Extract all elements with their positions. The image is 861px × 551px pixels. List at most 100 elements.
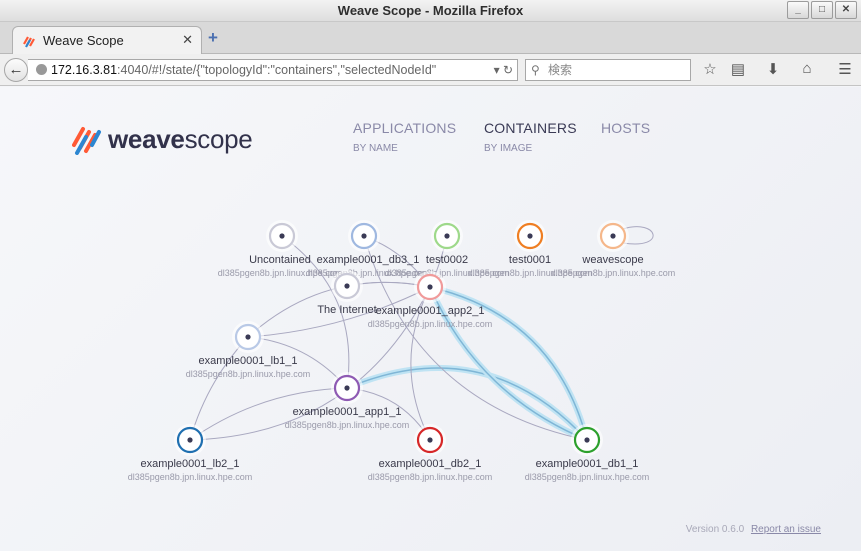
graph-edge [410, 286, 431, 441]
node-app2[interactable]: example0001_app2_1 dl385pgen8b.jpn.linux.… [368, 271, 493, 329]
node-host-label: dl385pgen8b.jpn.linux.hpe.com [551, 268, 676, 278]
topology-sub-by-name[interactable]: BY NAME [353, 143, 398, 154]
node-center-dot [187, 437, 193, 443]
download-icon[interactable]: ⬇ [766, 61, 780, 78]
site-identity-icon[interactable] [36, 64, 47, 75]
node-host-label: dl385pgen8b.jpn.linux.hpe.com [186, 369, 311, 379]
topology-sub-by-image[interactable]: BY IMAGE [484, 143, 533, 154]
node-label[interactable]: Uncontained [249, 254, 311, 266]
new-tab-button[interactable]: + [208, 28, 218, 47]
logo-weave: weave [108, 123, 185, 154]
graph-edge [189, 286, 431, 441]
node-internet[interactable]: The Internet [317, 270, 377, 316]
topology-containers[interactable]: CONTAINERS BY IMAGE [484, 120, 577, 154]
url-bar[interactable]: 172.16.3.81:4040/#!/state/{"topologyId":… [28, 59, 518, 81]
node-center-dot [427, 437, 433, 443]
logo-scope: scope [184, 123, 253, 154]
tab-weave-scope[interactable]: Weave Scope ✕ [12, 26, 202, 54]
url-actions: ▾ ↻ [490, 60, 513, 80]
scope-page: Uncontained dl385pgen8b.jpn.linux.hpe.com… [0, 87, 861, 551]
footer: Version 0.6.0 Report an issue [686, 524, 821, 535]
node-label[interactable]: weavescope [581, 254, 643, 266]
reload-icon[interactable]: ↻ [502, 63, 513, 77]
node-center-dot [527, 233, 533, 239]
graph-edge [189, 336, 249, 441]
node-label[interactable]: example0001_app2_1 [376, 305, 485, 317]
search-input[interactable]: ⚲ 検索 [525, 59, 691, 81]
menu-icon[interactable]: ☰ [838, 61, 852, 78]
node-lb2[interactable]: example0001_lb2_1dl385pgen8b.jpn.linux.h… [128, 424, 253, 482]
topology-applications[interactable]: APPLICATIONS BY NAME [353, 120, 456, 154]
graph-edge [189, 387, 348, 441]
node-db1[interactable]: example0001_db1_1 dl385pgen8b.jpn.linux.h… [525, 424, 650, 482]
graph-edge [429, 286, 588, 441]
node-label[interactable]: test0002 [426, 254, 468, 266]
weave-logo-icon [72, 127, 101, 155]
node-center-dot [427, 284, 433, 290]
node-center-dot [344, 385, 350, 391]
node-test0002[interactable]: test0002 dl385pgen8b.jpn.linux.hpe.com [385, 220, 510, 278]
tab-close-icon[interactable]: ✕ [182, 32, 193, 47]
node-label[interactable]: example0001_lb1_1 [198, 355, 297, 367]
version-text: Version 0.6.0 [685, 524, 745, 535]
report-issue-link[interactable]: Report an issue [750, 524, 821, 535]
node-host-label: dl385pgen8b.jpn.linux.hpe.com [218, 268, 343, 278]
close-window-button[interactable]: ✕ [835, 1, 857, 19]
node-host-label: dl385pgen8b.jpn.linux.hpe.com [468, 268, 593, 278]
graph-edge [247, 286, 431, 338]
node-label[interactable]: example0001_db1_1 [536, 458, 639, 470]
search-icon: ⚲ [531, 63, 540, 77]
maximize-button[interactable]: □ [811, 1, 833, 19]
node-label[interactable]: test0001 [509, 254, 551, 266]
node-label[interactable]: The Internet [317, 304, 376, 316]
node-label[interactable]: example0001_app1_1 [293, 406, 402, 418]
node-test0001[interactable]: test0001 dl385pgen8b.jpn.linux.hpe.com [468, 220, 593, 278]
navigation-toolbar: ← 172.16.3.81:4040/#!/state/{"topologyId… [0, 54, 861, 86]
node-db3[interactable]: example0001_db3_1 dl385pgen8b.jpn.linux.h… [306, 220, 431, 278]
window-title: Weave Scope - Mozilla Firefox [337, 3, 524, 18]
node-host-label: dl385pgen8b.jpn.linux.hpe.com [368, 472, 493, 482]
url-path: :4040/#!/state/{"topologyId":"containers… [117, 63, 437, 77]
node-center-dot [584, 437, 590, 443]
node-host-label: dl385pgen8b.jpn.linux.hpe.com [368, 319, 493, 329]
graph-nodes: Uncontained dl385pgen8b.jpn.linux.hpe.com… [128, 220, 676, 482]
node-center-dot [344, 283, 350, 289]
node-center-dot [279, 233, 285, 239]
node-label[interactable]: example0001_lb2_1 [140, 458, 239, 470]
topology-graph: Uncontained dl385pgen8b.jpn.linux.hpe.com… [128, 220, 676, 482]
reading-list-icon[interactable]: ▤ [730, 61, 746, 78]
node-center-dot [361, 233, 367, 239]
home-icon[interactable]: ⌂ [802, 60, 812, 77]
node-label[interactable]: example0001_db3_1 [317, 254, 420, 266]
node-host-label: dl385pgen8b.jpn.linux.hpe.com [306, 268, 431, 278]
graph-edge [363, 235, 588, 441]
graph-edge [281, 235, 350, 389]
node-host-label: dl385pgen8b.jpn.linux.hpe.com [285, 420, 410, 430]
node-center-dot [245, 334, 251, 340]
topology-label: CONTAINERS [484, 120, 577, 136]
graph-edges [189, 226, 654, 443]
node-app1[interactable]: example0001_app1_1 dl385pgen8b.jpn.linux.… [285, 372, 410, 430]
weave-favicon-icon [23, 36, 35, 48]
node-db2[interactable]: example0001_db2_1 dl385pgen8b.jpn.linux.h… [368, 424, 493, 482]
node-label[interactable]: example0001_db2_1 [379, 458, 482, 470]
topology-label: APPLICATIONS [353, 120, 457, 136]
graph-edge-self-loop [622, 226, 654, 245]
weavescope-logo[interactable]: weavescope [72, 123, 253, 155]
node-host-label: dl385pgen8b.jpn.linux.hpe.com [525, 472, 650, 482]
tab-title: Weave Scope [43, 33, 124, 48]
node-host-label: dl385pgen8b.jpn.linux.hpe.com [385, 268, 510, 278]
node-lb1[interactable]: example0001_lb1_1 dl385pgen8b.jpn.linux.h… [186, 321, 311, 379]
bookmark-star-icon[interactable]: ☆ [703, 61, 717, 78]
node-weavescope[interactable]: weavescope dl385pgen8b.jpn.linux.hpe.com [551, 220, 676, 278]
dropdown-arrow-icon[interactable]: ▾ [493, 63, 500, 77]
node-uncontained[interactable]: Uncontained dl385pgen8b.jpn.linux.hpe.com [218, 220, 343, 278]
topology-hosts[interactable]: HOSTS [601, 120, 650, 136]
window-controls: _ □ ✕ [787, 1, 857, 19]
graph-edge [346, 367, 588, 441]
window-titlebar: Weave Scope - Mozilla Firefox _ □ ✕ [0, 0, 861, 22]
back-button[interactable]: ← [4, 58, 28, 82]
url-host: 172.16.3.81 [51, 63, 118, 77]
minimize-button[interactable]: _ [787, 1, 809, 19]
